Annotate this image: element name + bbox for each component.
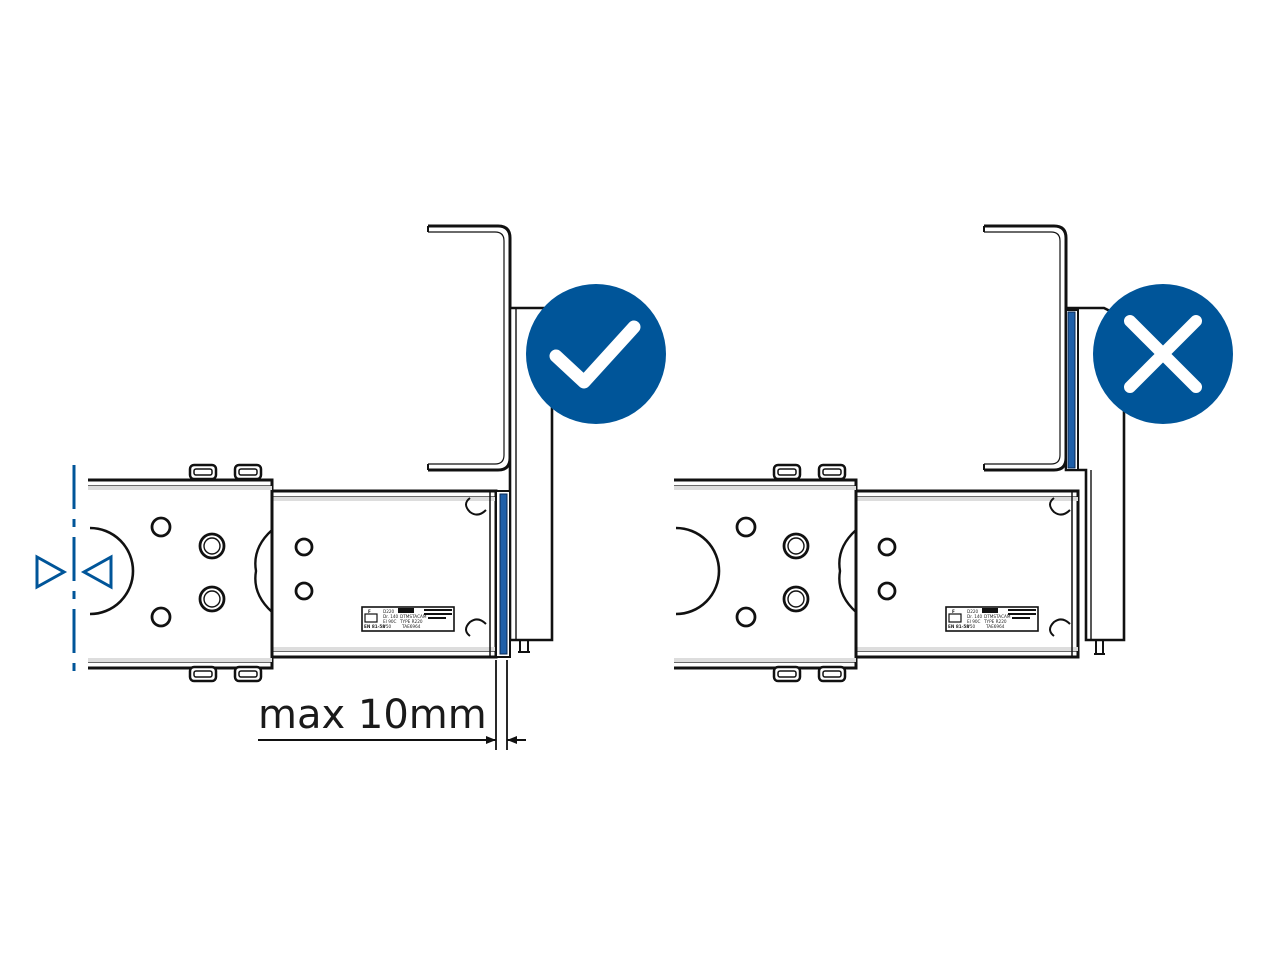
panel-incorrect: F EN 81-58 D220 Dr. 140 EI 90C V50 DTMST…: [674, 224, 1233, 683]
svg-text:TAE6964: TAE6964: [985, 624, 1005, 629]
dimension-label: max 10mm: [258, 692, 487, 738]
rail-hole: [877, 581, 897, 601]
rail-extension: [854, 489, 1080, 659]
svg-text:F: F: [952, 609, 955, 614]
nut: [188, 463, 218, 481]
rail-hole: [294, 537, 314, 557]
panel-correct: F EN 81-58 D220 Dr. 140 EI 90C V50 DTMST…: [35, 224, 666, 750]
nut: [233, 665, 263, 683]
svg-text:V50: V50: [967, 624, 976, 629]
svg-text:EN 81-58: EN 81-58: [364, 624, 385, 629]
rail-hole: [735, 516, 757, 538]
rail-hole: [198, 532, 226, 560]
svg-text:D220: D220: [967, 609, 979, 614]
nut: [772, 463, 802, 481]
svg-text:DTMSTACAM: DTMSTACAM: [400, 614, 427, 619]
svg-text:EI 90C: EI 90C: [967, 619, 981, 624]
svg-text:D220: D220: [383, 609, 395, 614]
svg-text:TYPE R220: TYPE R220: [983, 619, 1007, 624]
seal-strip-misplaced: [1065, 309, 1079, 471]
rail-hole: [150, 606, 172, 628]
rail-hole: [735, 606, 757, 628]
incorrect-badge: [1093, 284, 1233, 424]
rail-hole: [877, 537, 897, 557]
seal-strip: [495, 490, 511, 658]
dimension-max-gap: max 10mm: [258, 660, 526, 750]
centerline: [35, 465, 113, 674]
svg-text:F: F: [368, 609, 371, 614]
wall-bracket: [428, 224, 512, 472]
nut: [233, 463, 263, 481]
svg-text:Dr. 140: Dr. 140: [383, 614, 399, 619]
svg-text:DTMSTACAM: DTMSTACAM: [984, 614, 1011, 619]
svg-text:EN 81-58: EN 81-58: [948, 624, 969, 629]
nut: [772, 665, 802, 683]
nameplate: F EN 81-58 D220 Dr. 140 EI 90C V50 DTMST…: [361, 606, 455, 632]
rail-hole: [782, 585, 810, 613]
triangle-right-icon: [35, 554, 68, 590]
correct-badge: [526, 284, 666, 424]
nut: [817, 463, 847, 481]
svg-text:Dr. 140: Dr. 140: [967, 614, 983, 619]
rail-main: [88, 478, 274, 670]
wall-bracket: [984, 224, 1068, 472]
nameplate: F EN 81-58 D220 Dr. 140 EI 90C V50 DTMST…: [945, 606, 1039, 632]
svg-text:EI 90C: EI 90C: [383, 619, 397, 624]
rail-main: [674, 478, 858, 670]
checkmark-icon: [549, 320, 641, 389]
svg-text:TYPE R220: TYPE R220: [399, 619, 423, 624]
rail-extension: [270, 489, 498, 659]
rail-hole: [782, 532, 810, 560]
triangle-left-icon: [80, 554, 113, 590]
rail-hole: [198, 585, 226, 613]
nut: [817, 665, 847, 683]
rail-hole: [150, 516, 172, 538]
svg-text:TAE6964: TAE6964: [401, 624, 421, 629]
svg-text:V50: V50: [383, 624, 392, 629]
cross-icon: [1124, 315, 1202, 393]
nut: [188, 665, 218, 683]
rail-hole: [294, 581, 314, 601]
